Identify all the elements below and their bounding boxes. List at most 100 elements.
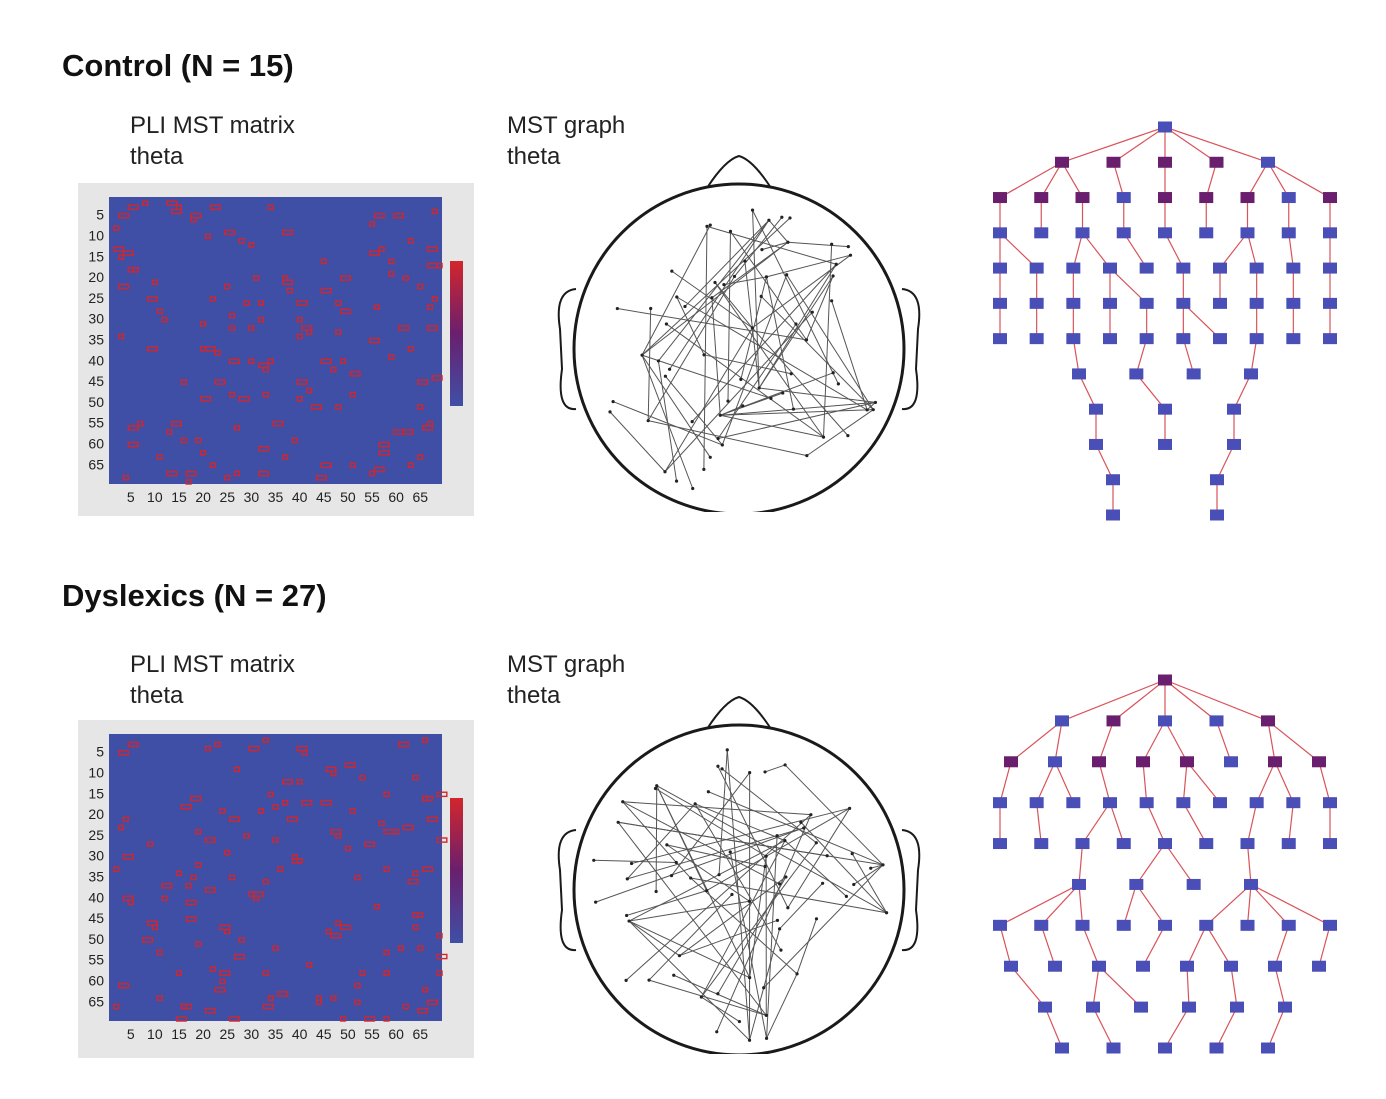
matrix-x-tick: 30 (244, 1026, 260, 1042)
electrode (852, 882, 856, 887)
electrode (763, 864, 767, 869)
tree-edge (1092, 1006, 1115, 1049)
mst-edge (617, 822, 767, 1016)
tree-node (1158, 192, 1172, 204)
matrix-connection (354, 874, 361, 881)
matrix-connection (171, 420, 183, 427)
matrix-x-tick: 60 (388, 1026, 404, 1042)
mst-edge (648, 894, 733, 981)
matrix-connection (243, 300, 250, 306)
mst-edge (703, 354, 792, 375)
matrix-connection (117, 212, 130, 219)
matrix-connection (248, 358, 255, 365)
mst-edge (744, 261, 760, 389)
tree-node (1224, 756, 1238, 768)
electrode (777, 927, 782, 931)
tree-node (1072, 368, 1086, 380)
tree-node (1116, 919, 1131, 931)
matrix-connection (224, 283, 231, 290)
matrix-connection (122, 474, 130, 481)
matrix-connection (171, 208, 183, 215)
tree-edge (1267, 720, 1276, 762)
tree-node (1116, 838, 1131, 850)
matrix-connection (359, 774, 366, 781)
tree-node (1089, 403, 1103, 415)
tree-node (1066, 297, 1081, 309)
electrode (810, 310, 814, 314)
mst-edge (629, 900, 750, 922)
matrix-connection (431, 375, 443, 381)
tree-node (1261, 715, 1275, 727)
tree-edge (1318, 761, 1331, 803)
tree-edge (1230, 966, 1238, 1008)
matrix-connection (383, 1016, 390, 1022)
matrix-y-tick: 50 (88, 394, 104, 410)
tree-node (1213, 333, 1227, 345)
electrode (846, 434, 850, 438)
matrix-connection (272, 837, 279, 843)
electrode (663, 374, 668, 378)
electrode (831, 274, 835, 278)
mst-edge (595, 827, 804, 903)
tree-node (1055, 715, 1069, 727)
electrode (743, 259, 747, 263)
tree-edge (1135, 338, 1148, 375)
tree-node (1129, 368, 1144, 380)
tree-edge (1081, 925, 1100, 967)
matrix-connection (127, 425, 139, 431)
matrix-connection (199, 321, 207, 327)
matrix-connection (282, 454, 289, 460)
matrix-connection (224, 229, 236, 236)
head-right-ear (901, 288, 921, 411)
head-outline (572, 723, 906, 1054)
matrix-connection (315, 474, 327, 481)
tree-edge (1246, 161, 1269, 198)
matrix-x-tick: 65 (412, 1026, 428, 1042)
tree-edge (1274, 925, 1290, 967)
tree-node (1286, 297, 1301, 309)
matrix-y-tick: 40 (88, 352, 104, 368)
mst-edge (766, 835, 778, 1039)
tree-edge (1078, 843, 1084, 885)
electrode (726, 399, 730, 403)
electrode (625, 877, 629, 881)
tree-node (1048, 960, 1062, 972)
electrode (780, 215, 784, 219)
matrix-connection (204, 837, 216, 843)
matrix-x-tick: 60 (388, 489, 404, 505)
matrix-connection (315, 999, 323, 1006)
tree-edge (1146, 802, 1166, 844)
head-graph-electrodes (608, 208, 878, 491)
tree-edge (1205, 925, 1232, 967)
matrix-connection (412, 870, 419, 877)
electrode (802, 826, 806, 830)
electrode (722, 283, 726, 287)
electrode (805, 454, 809, 458)
tree-edge (1246, 843, 1252, 885)
matrix-connection (142, 200, 149, 207)
tree-edges (999, 126, 1331, 515)
matrix-connection (146, 841, 154, 848)
tree-edge (1072, 232, 1084, 269)
mst-edge (763, 864, 884, 989)
matrix-connection (364, 1016, 376, 1022)
tree-edge (1164, 126, 1269, 163)
mst-edge (806, 409, 874, 457)
tree-node (1075, 227, 1090, 239)
electrode (649, 306, 653, 311)
tree-node (1261, 156, 1275, 168)
matrix-connection (151, 279, 158, 286)
electrode (836, 382, 840, 386)
matrix-connection (156, 308, 163, 315)
mst-edge (751, 327, 849, 436)
mst-edge (760, 296, 874, 411)
tree-node (1034, 227, 1049, 239)
electrode (665, 843, 669, 847)
matrix-connection (306, 962, 313, 968)
electrode (621, 800, 625, 804)
matrix-connection (407, 462, 414, 469)
matrix-connection (286, 816, 298, 823)
tree-edge (1061, 679, 1166, 722)
electrode (747, 899, 752, 903)
tree-node (1209, 715, 1224, 727)
